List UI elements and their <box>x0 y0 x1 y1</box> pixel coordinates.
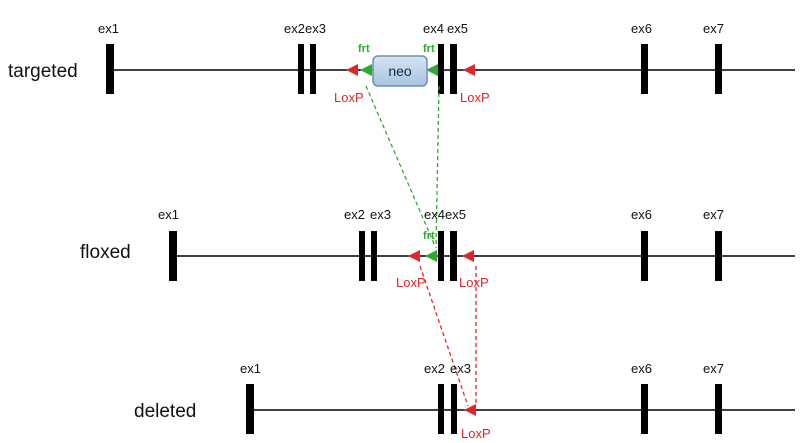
floxed-exon-3 <box>371 231 377 281</box>
floxed-exon-label-ex6: ex6 <box>631 207 652 222</box>
targeted-exon-label-ex7: ex7 <box>703 21 724 36</box>
floxed-loxp-label-right: LoxP <box>459 275 489 290</box>
targeted-exon-label-ex1: ex1 <box>98 21 119 36</box>
floxed-allele: floxed ex1 ex2 ex3 ex4ex5 ex6 ex7 LoxP L… <box>80 207 795 290</box>
deleted-exon-label-ex6: ex6 <box>631 361 652 376</box>
deleted-exon-label-ex2: ex2 <box>424 361 445 376</box>
targeted-loxp-arrow-right <box>463 64 475 76</box>
row-label-deleted: deleted <box>134 401 196 422</box>
targeted-loxp-label-right: LoxP <box>460 90 490 105</box>
targeted-frt-arrow-left <box>360 64 372 76</box>
targeted-loxp-label-left: LoxP <box>334 90 364 105</box>
deleted-exon-2 <box>438 384 444 434</box>
targeted-frt-label-right: frt <box>423 43 435 55</box>
frt-recombination-guide-right <box>435 85 440 249</box>
neo-cassette-box <box>372 55 428 87</box>
floxed-exon-2 <box>359 231 365 281</box>
frt-recombination-guide-left <box>365 85 436 247</box>
targeted-exon-label-ex6: ex6 <box>631 21 652 36</box>
deleted-exon-7 <box>715 384 722 434</box>
loxp-recombination-guide-left <box>419 265 469 407</box>
targeted-allele: targeted ex1 ex2ex3 ex4 ex5 ex6 ex7 LoxP… <box>8 21 795 105</box>
targeted-exon-5 <box>450 44 457 94</box>
floxed-frt-arrow <box>425 250 437 262</box>
targeted-exon-label-ex2ex3: ex2ex3 <box>284 21 326 36</box>
floxed-exon-5 <box>450 231 457 281</box>
targeted-frt-arrow-right <box>426 64 438 76</box>
targeted-exon-label-ex4: ex4 <box>423 21 444 36</box>
floxed-exon-label-ex4ex5: ex4ex5 <box>424 207 466 222</box>
targeted-exon-4 <box>438 44 444 94</box>
floxed-loxp-label-left: LoxP <box>396 275 426 290</box>
floxed-loxp-arrow-right <box>462 250 474 262</box>
floxed-exon-6 <box>641 231 648 281</box>
deleted-allele: deleted ex1 ex2 ex3 ex6 ex7 LoxP <box>134 361 795 441</box>
targeted-loxp-arrow-left <box>346 64 358 76</box>
floxed-exon-7 <box>715 231 722 281</box>
floxed-exon-label-ex2: ex2 <box>344 207 365 222</box>
deleted-exon-3 <box>451 384 457 434</box>
floxed-exon-label-ex3: ex3 <box>370 207 391 222</box>
targeted-exon-2 <box>298 44 304 94</box>
floxed-exon-label-ex1: ex1 <box>158 207 179 222</box>
targeted-exon-3 <box>310 44 316 94</box>
floxed-exon-label-ex7: ex7 <box>703 207 724 222</box>
row-label-floxed: floxed <box>80 242 131 263</box>
targeted-exon-label-ex5: ex5 <box>447 21 468 36</box>
deleted-exon-label-ex3: ex3 <box>450 361 471 376</box>
floxed-frt-label: frt <box>423 230 435 242</box>
targeted-exon-7 <box>715 44 722 94</box>
deleted-loxp-label: LoxP <box>461 426 491 441</box>
deleted-exon-label-ex7: ex7 <box>703 361 724 376</box>
deleted-exon-1 <box>246 384 254 434</box>
targeted-frt-label-left: frt <box>358 43 370 55</box>
floxed-exon-1 <box>169 231 177 281</box>
deleted-exon-label-ex1: ex1 <box>240 361 261 376</box>
row-label-targeted: targeted <box>8 61 78 82</box>
targeted-exon-1 <box>106 44 114 94</box>
targeted-exon-6 <box>641 44 648 94</box>
floxed-exon-4 <box>438 231 444 281</box>
deleted-exon-6 <box>641 384 648 434</box>
deleted-loxp-arrow <box>464 404 476 416</box>
floxed-loxp-arrow-left <box>408 250 420 262</box>
neo-cassette-label: neo <box>388 63 412 79</box>
